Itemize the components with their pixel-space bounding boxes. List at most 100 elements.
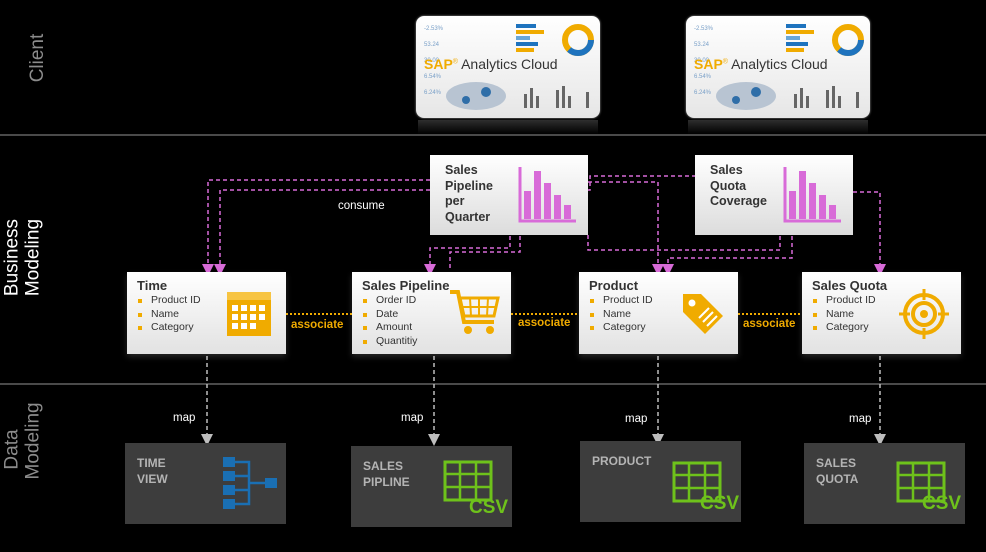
dimension-item: Amount <box>362 321 417 335</box>
map-label: map <box>625 413 648 425</box>
story-sales-pipeline-per-quarter[interactable]: Sales Pipeline per Quarter <box>430 155 588 235</box>
consume-line <box>540 233 781 251</box>
map-label: map <box>173 412 196 424</box>
consume-line <box>202 179 430 276</box>
shopping-cart-icon <box>450 290 500 334</box>
dimension-item: Category <box>137 321 201 335</box>
dimension-item: Product ID <box>812 294 876 308</box>
sac-title: SAP® Analytics Cloud <box>424 56 558 72</box>
source-title-line: PRODUCT <box>592 454 652 468</box>
consume-line <box>588 181 664 276</box>
source-product[interactable]: PRODUCT CSV <box>580 441 741 522</box>
model-time[interactable]: Time Product ID Name Category <box>127 272 286 354</box>
sac-product-name: Analytics Cloud <box>731 56 828 72</box>
sac-title: SAP® Analytics Cloud <box>694 56 828 72</box>
model-title: Sales Pipeline <box>362 278 450 293</box>
dimension-item: Date <box>362 308 417 322</box>
story-title-line: Quota <box>710 178 747 193</box>
source-title: SALES QUOTA <box>816 455 858 487</box>
price-tag-icon <box>683 294 723 334</box>
story-title: Sales Pipeline per Quarter <box>445 163 493 225</box>
model-title: Product <box>589 278 639 293</box>
dimension-item: Name <box>137 308 201 322</box>
source-title: PRODUCT <box>592 453 651 469</box>
svg-text:6.24%: 6.24% <box>694 90 712 96</box>
csv-badge: CSV <box>922 493 962 514</box>
dashboard-thumbnail-icon: -2.53% 53.24 30.00 6.54% 6.24% <box>424 24 594 110</box>
tile-reflection <box>418 120 598 134</box>
dimension-item: Product ID <box>137 294 201 308</box>
sap-logo-text: SAP <box>424 56 453 72</box>
consume-label: consume <box>338 200 385 212</box>
svg-text:30.00: 30.00 <box>694 58 710 64</box>
story-title-line: per <box>445 194 465 208</box>
bar-chart-icon <box>783 167 841 223</box>
model-dimension-list: Order ID Date Amount Quantitiy <box>362 294 417 348</box>
svg-text:-2.53%: -2.53% <box>424 26 444 32</box>
dimension-item: Name <box>589 308 653 322</box>
dimension-item: Quantitiy <box>362 335 417 349</box>
dimension-item: Name <box>812 308 876 322</box>
tile-reflection <box>688 120 868 134</box>
dimension-item: Product ID <box>589 294 653 308</box>
source-sales-pipline[interactable]: SALES PIPLINE CSV <box>351 446 512 527</box>
map-label: map <box>401 412 424 424</box>
map-label: map <box>849 413 872 425</box>
bar-chart-icon <box>518 167 576 223</box>
associate-label: associate <box>518 317 571 329</box>
model-product[interactable]: Product Product ID Name Category <box>579 272 738 354</box>
source-title: TIME VIEW <box>137 455 168 487</box>
model-title: Time <box>137 278 168 293</box>
svg-text:6.54%: 6.54% <box>694 74 712 80</box>
model-sales-pipeline[interactable]: Sales Pipeline Order ID Date Amount Quan… <box>352 272 511 354</box>
consume-line <box>853 191 886 276</box>
consume-line <box>424 236 511 276</box>
source-title-line: SALES <box>363 459 404 473</box>
sap-logo-text: SAP <box>694 56 723 72</box>
source-sales-quota[interactable]: SALES QUOTA CSV <box>804 443 965 524</box>
sac-product-name: Analytics Cloud <box>461 56 558 72</box>
story-title-line: Coverage <box>710 194 767 208</box>
story-title-line: Quarter <box>445 209 491 224</box>
source-title-line: PIPLINE <box>363 475 410 489</box>
source-title-line: QUOTA <box>816 472 859 486</box>
dimension-item: Category <box>812 321 876 335</box>
csv-table-icon <box>672 461 722 503</box>
dimension-item: Category <box>589 321 653 335</box>
calendar-icon <box>227 292 271 336</box>
model-title: Sales Quota <box>812 278 888 293</box>
csv-table-icon <box>443 460 493 502</box>
story-title-line: Sales <box>445 163 478 177</box>
model-dimension-list: Product ID Name Category <box>137 294 201 335</box>
svg-text:6.24%: 6.24% <box>424 90 442 96</box>
story-sales-quota-coverage[interactable]: Sales Quota Coverage <box>695 155 853 235</box>
associate-label: associate <box>291 319 344 331</box>
dimension-item: Order ID <box>362 294 417 308</box>
source-title: SALES PIPLINE <box>363 458 410 490</box>
model-dimension-list: Product ID Name Category <box>812 294 876 335</box>
svg-text:-2.53%: -2.53% <box>694 26 714 32</box>
analytics-cloud-tile-1[interactable]: -2.53% 53.24 30.00 6.54% 6.24% SAP® Analytic… <box>416 16 600 118</box>
source-title-line: SALES <box>816 456 857 470</box>
svg-text:53.24: 53.24 <box>424 42 440 48</box>
svg-text:30.00: 30.00 <box>424 58 440 64</box>
story-title: Sales Quota Coverage <box>710 163 767 210</box>
consume-line <box>662 236 793 276</box>
hierarchy-icon <box>223 457 277 509</box>
story-title-line: Pipeline <box>445 178 493 193</box>
model-sales-quota[interactable]: Sales Quota Product ID Name Category <box>802 272 961 354</box>
source-title-line: VIEW <box>137 472 168 486</box>
csv-badge: CSV <box>469 497 509 518</box>
consume-line <box>214 175 696 276</box>
source-title-line: TIME <box>137 456 166 470</box>
source-time-view[interactable]: TIME VIEW <box>125 443 286 524</box>
model-dimension-list: Product ID Name Category <box>589 294 653 335</box>
target-icon <box>899 289 949 339</box>
divider-business <box>0 383 986 385</box>
svg-text:6.54%: 6.54% <box>424 74 442 80</box>
csv-table-icon <box>896 461 946 503</box>
associate-label: associate <box>743 318 796 330</box>
